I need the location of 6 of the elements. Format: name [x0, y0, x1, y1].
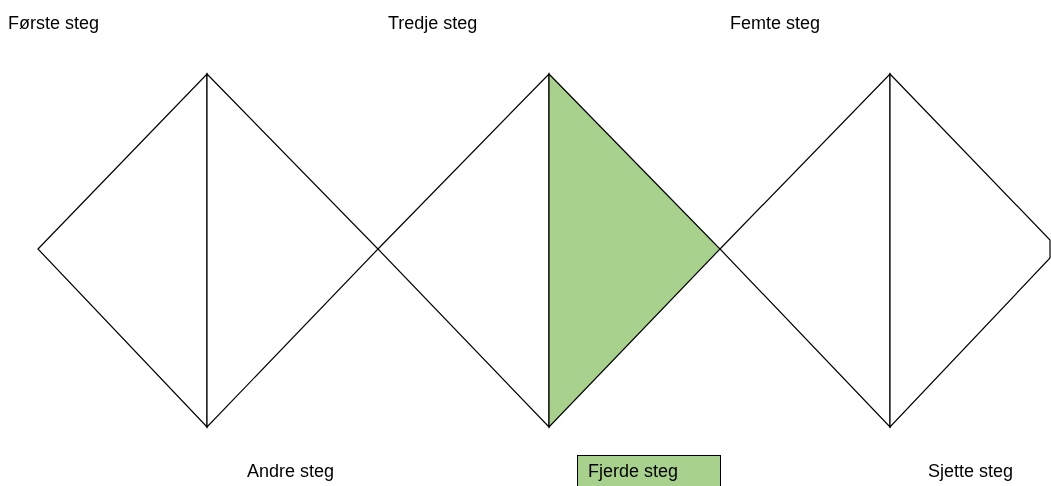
- step-label-box: Fjerde steg: [577, 455, 721, 486]
- step-label: Tredje steg: [388, 12, 478, 34]
- step-label: Andre steg: [247, 460, 335, 482]
- step-label: Sjette steg: [928, 460, 1014, 482]
- step-label: Første steg: [8, 12, 100, 34]
- step-label: Femte steg: [730, 12, 821, 34]
